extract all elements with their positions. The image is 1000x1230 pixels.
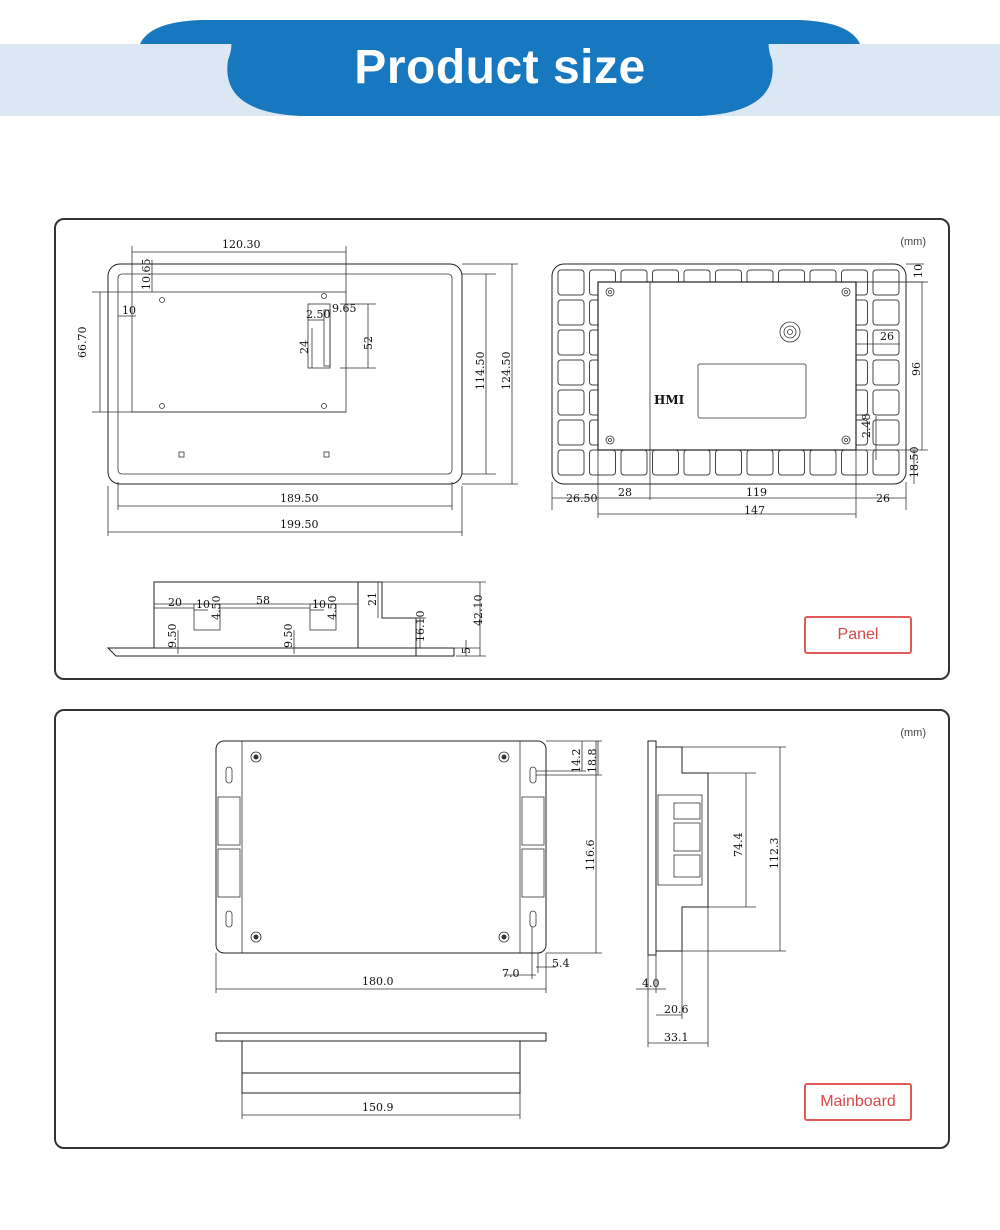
page-title: Product size: [354, 41, 646, 94]
rib-cell: [872, 389, 900, 416]
rib-cell: [557, 449, 585, 476]
dim-side-9-50-right: 9.50: [282, 624, 295, 649]
rib-cell: [557, 329, 585, 356]
rib-cell: [557, 359, 585, 386]
panel-badge: Panel: [804, 616, 912, 654]
rib-cell: [557, 419, 585, 446]
dim-mb-5-4: 5.4: [552, 957, 570, 970]
panel-back-view: HMI 10 26 96 2.48 18.50 26.50 28 119: [551, 263, 928, 518]
dim-189-50: 189.50: [280, 492, 319, 505]
mainboard-side-view: 74.4 112.3 4.0 20.6 33.1: [636, 740, 786, 1047]
rib-cell: [809, 449, 837, 476]
dim-side-42-10: 42.10: [472, 595, 485, 627]
rib-cell: [683, 449, 711, 476]
rib-cell: [841, 449, 868, 476]
rib-cell: [872, 359, 900, 386]
mainboard-dimension-box: (mm): [54, 709, 950, 1149]
dim-mb-180-0: 180.0: [362, 975, 394, 988]
dim-mb-14-2: 14.2: [570, 749, 583, 774]
dim-52: 52: [362, 336, 375, 350]
dim-side-5: 5: [460, 647, 473, 654]
rib-cell: [872, 329, 900, 356]
rib-cell: [872, 449, 900, 476]
banner-main-shape: [210, 22, 790, 116]
rib-cell: [557, 269, 585, 296]
dim-back-2-48: 2.48: [860, 414, 873, 439]
dim-back-96: 96: [910, 362, 923, 376]
dim-side-10-left: 10: [196, 598, 210, 611]
rib-cell: [620, 449, 648, 476]
dim-mb-74-4: 74.4: [732, 833, 745, 858]
dim-side-9-50-left: 9.50: [166, 624, 179, 649]
dim-back-119: 119: [746, 486, 767, 499]
unit-label: (mm): [900, 236, 926, 248]
mainboard-badge: Mainboard: [804, 1083, 912, 1121]
dim-back-18-50: 18.50: [908, 447, 921, 479]
panel-front-view: 120.30 10.65 10 66.70 9.65 2.50 24 52 11…: [76, 238, 518, 536]
dim-mb-7-0: 7.0: [502, 967, 520, 980]
dim-114-50: 114.50: [474, 352, 487, 391]
dim-side-20: 20: [168, 596, 182, 609]
dim-mb-20-6: 20.6: [664, 1003, 689, 1016]
dim-mb-33-1: 33.1: [664, 1031, 689, 1044]
dim-back-147: 147: [744, 504, 765, 517]
rib-cell: [872, 419, 900, 446]
dim-9-65: 9.65: [332, 302, 357, 315]
dim-10-65: 10.65: [140, 259, 153, 291]
dim-side-21: 21: [366, 592, 379, 606]
header-banner: [0, 20, 1000, 116]
rib-cell: [872, 269, 900, 296]
rib-cell: [872, 299, 900, 326]
panel-dimension-box: (mm): [54, 218, 950, 680]
dim-199-50: 199.50: [280, 518, 319, 531]
dim-back-28: 28: [618, 486, 632, 499]
dim-back-10: 10: [912, 264, 925, 278]
dim-mb-112-3: 112.3: [768, 838, 781, 870]
panel-side-view: 20 10 4.50 58 10 4.50 21 42.10 16.10 9.5…: [106, 581, 486, 657]
dim-side-58: 58: [256, 594, 270, 607]
rib-cell: [589, 449, 616, 476]
dim-side-4-50-right: 4.50: [326, 596, 339, 621]
dim-10: 10: [122, 304, 136, 317]
dim-back-26-50: 26.50: [566, 492, 598, 505]
rib-cell: [715, 449, 742, 476]
rib-cell: [557, 389, 585, 416]
dim-side-4-50-left: 4.50: [210, 596, 223, 621]
dim-120-30: 120.30: [222, 238, 261, 251]
dim-124-50: 124.50: [500, 352, 513, 391]
unit-label: (mm): [900, 727, 926, 739]
rib-cell: [746, 449, 774, 476]
dim-mb-18-8: 18.8: [586, 749, 599, 774]
mainboard-side-slots: [217, 766, 545, 928]
dim-mb-4-0: 4.0: [642, 977, 660, 990]
panel-drawing: 120.30 10.65 10 66.70 9.65 2.50 24 52 11…: [76, 238, 928, 657]
dim-mb-116-6: 116.6: [584, 840, 597, 872]
hmi-label: HMI: [654, 393, 685, 407]
dim-side-10-right: 10: [312, 598, 326, 611]
rib-cell: [652, 449, 679, 476]
mainboard-front-view: 14.2 18.8 116.6 7.0 5.4 180.0: [215, 740, 602, 993]
dim-66-70: 66.70: [76, 327, 89, 359]
rib-cell: [557, 299, 585, 326]
dim-side-16-10: 16.10: [414, 611, 427, 643]
dim-back-26-bottom: 26: [876, 492, 890, 505]
rib-cell: [778, 449, 805, 476]
mainboard-drawing: 14.2 18.8 116.6 7.0 5.4 180.0: [215, 740, 786, 1119]
dim-24: 24: [298, 340, 311, 354]
dim-mb-150-9: 150.9: [362, 1101, 394, 1114]
dim-2-50: 2.50: [306, 308, 331, 321]
dim-back-26-right: 26: [880, 330, 894, 343]
mainboard-bottom-view: 150.9: [215, 1032, 547, 1119]
